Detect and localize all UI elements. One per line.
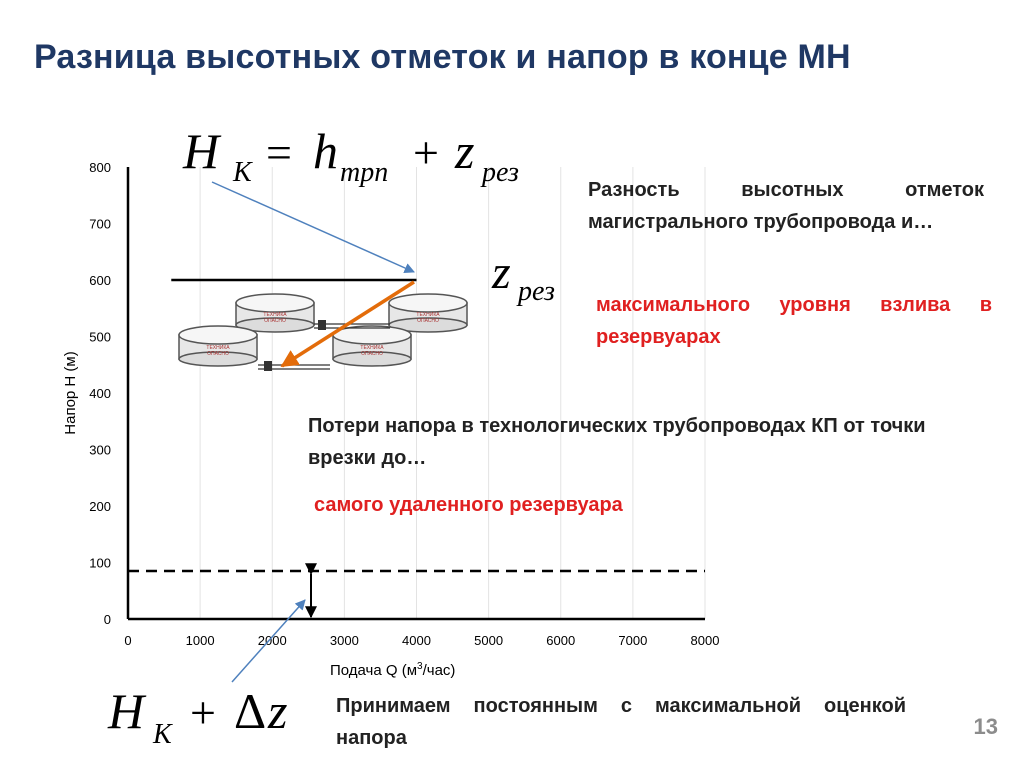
- tank-3: ТЕХНИКА ОПАСНО: [178, 325, 258, 367]
- svg-text:ОПАСНО: ОПАСНО: [264, 318, 286, 324]
- svg-text:К: К: [232, 157, 253, 188]
- bottom-formula-arrow: [231, 599, 306, 683]
- x-tick-label: 1000: [186, 633, 215, 648]
- svg-text:ОПАСНО: ОПАСНО: [417, 318, 439, 324]
- formula-head-end: H К = h трп + z рез: [182, 123, 519, 188]
- y-tick-label: 800: [89, 160, 111, 175]
- slide-title: Разница высотных отметок и напор в конце…: [34, 38, 851, 76]
- x-tick-label: 4000: [402, 633, 431, 648]
- x-tick-labels: 0 1000 2000 3000 4000 5000 6000 7000 8000: [124, 633, 719, 648]
- svg-text:ТЕХНИКА: ТЕХНИКА: [263, 312, 287, 318]
- text-elevation-difference: Разность высотных отметок магистрального…: [588, 179, 984, 233]
- svg-text:z: z: [491, 246, 511, 299]
- x-tick-label: 6000: [546, 633, 575, 648]
- tank-1: ТЕХНИКА ОПАСНО: [235, 293, 315, 333]
- y-tick-label: 500: [89, 330, 111, 345]
- svg-text:+: +: [413, 127, 439, 178]
- head-loss-arrow: [280, 280, 415, 368]
- x-tick-label: 0: [124, 633, 131, 648]
- x-tick-label: 5000: [474, 633, 503, 648]
- svg-text:рез: рез: [516, 276, 555, 307]
- svg-text:ОПАСНО: ОПАСНО: [361, 351, 383, 357]
- formula-z-reservoir: z рез: [491, 246, 555, 307]
- svg-text:ТЕХНИКА: ТЕХНИКА: [360, 345, 384, 351]
- chart-gridlines: [199, 167, 706, 619]
- text-head-losses: Потери напора в технологических трубопро…: [308, 415, 926, 469]
- svg-text:h: h: [313, 123, 338, 179]
- x-tick-label: 2000: [258, 633, 287, 648]
- svg-text:=: =: [266, 127, 292, 178]
- y-tick-label: 200: [89, 499, 111, 514]
- tank-4: ТЕХНИКА ОПАСНО: [332, 325, 412, 367]
- page-number: 13: [973, 714, 998, 739]
- y-tick-label: 600: [89, 273, 111, 288]
- svg-text:H: H: [107, 683, 147, 739]
- chart-series: [128, 278, 705, 573]
- text-assume-constant: Принимаем постоянным с максимальной оцен…: [336, 695, 906, 749]
- svg-text:z: z: [267, 683, 287, 739]
- text-farthest-reservoir: самого удаленного резервуара: [314, 494, 623, 516]
- svg-text:К: К: [152, 719, 173, 750]
- svg-text:ОПАСНО: ОПАСНО: [207, 351, 229, 357]
- y-tick-label: 300: [89, 443, 111, 458]
- y-tick-label: 0: [104, 612, 111, 627]
- svg-text:рез: рез: [480, 157, 519, 188]
- y-axis-label: Напор Н (м): [62, 351, 79, 434]
- svg-text:ТЕХНИКА: ТЕХНИКА: [416, 312, 440, 318]
- svg-text:ТЕХНИКА: ТЕХНИКА: [206, 345, 230, 351]
- svg-text:H: H: [182, 123, 222, 179]
- x-tick-label: 3000: [330, 633, 359, 648]
- y-tick-labels: 0 100 200 300 400 500 600 700 800: [89, 160, 111, 627]
- tank-2: ТЕХНИКА ОПАСНО: [388, 293, 468, 333]
- svg-text:трп: трп: [340, 157, 388, 188]
- x-tick-label: 7000: [618, 633, 647, 648]
- formula-to-level-arrow: [211, 181, 415, 273]
- y-tick-label: 100: [89, 556, 111, 571]
- y-tick-label: 700: [89, 217, 111, 232]
- text-max-fill-level: максимального уровня взлива в резервуара…: [596, 294, 992, 348]
- x-axis-label: Подача Q (м3/час): [330, 661, 455, 679]
- reservoir-tanks-illustration: ТЕХНИКА ОПАСНО ТЕХНИКА ОПАСНО ТЕХНИКА ОП…: [178, 293, 468, 371]
- formula-head-plus-delta: H К + Δ z: [107, 683, 287, 750]
- x-tick-label: 8000: [691, 633, 720, 648]
- svg-text:+: +: [190, 687, 216, 738]
- svg-text:z: z: [454, 123, 474, 179]
- y-tick-label: 400: [89, 386, 111, 401]
- svg-text:Δ: Δ: [234, 683, 266, 739]
